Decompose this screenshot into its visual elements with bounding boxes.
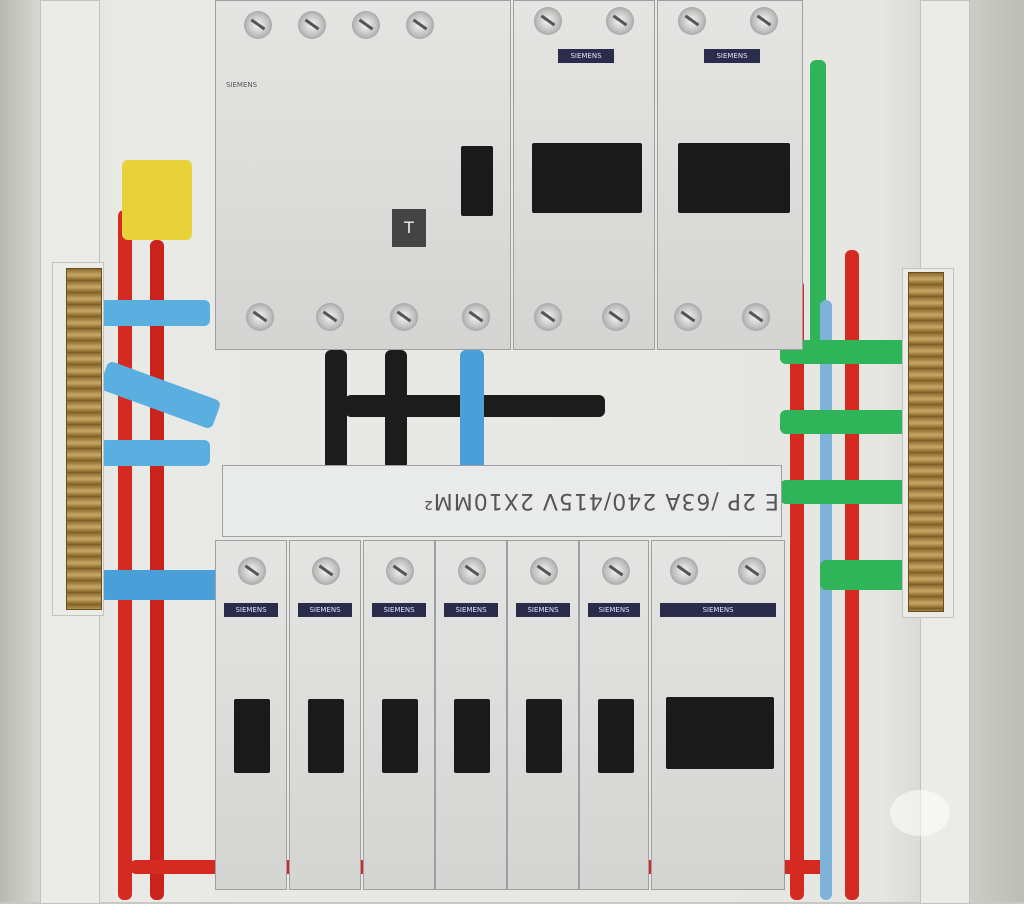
brand-label: SIEMENS bbox=[444, 603, 498, 617]
blue-wire-bundle bbox=[100, 300, 210, 326]
terminal-screw bbox=[670, 557, 698, 585]
blue-wire-bundle bbox=[100, 440, 210, 466]
single-pole-breaker: SIEMENS bbox=[435, 540, 507, 890]
terminal-screw bbox=[406, 11, 434, 39]
yellow-wire-sleeve bbox=[122, 160, 192, 240]
terminal-screw bbox=[298, 11, 326, 39]
single-pole-breaker: SIEMENS bbox=[579, 540, 649, 890]
double-breaker-module: SIEMENS bbox=[513, 0, 655, 350]
terminal-screw bbox=[316, 303, 344, 331]
terminal-screw bbox=[534, 303, 562, 331]
terminal-screw bbox=[458, 557, 486, 585]
single-pole-breaker: SIEMENS bbox=[289, 540, 361, 890]
terminal-screw bbox=[674, 303, 702, 331]
terminal-screw bbox=[742, 303, 770, 331]
terminal-screw bbox=[602, 557, 630, 585]
green-wire-bundle bbox=[780, 410, 910, 434]
terminal-screw bbox=[750, 7, 778, 35]
brand-label: SIEMENS bbox=[226, 81, 258, 89]
rcd-module: SIEMENS T bbox=[215, 0, 511, 350]
terminal-screw bbox=[312, 557, 340, 585]
breaker-toggle-switch[interactable] bbox=[234, 699, 270, 773]
brand-label: SIEMENS bbox=[298, 603, 352, 617]
rcd-toggle-switch[interactable] bbox=[461, 146, 493, 216]
double-pole-breaker: SIEMENS bbox=[651, 540, 785, 890]
blue-wire bbox=[820, 300, 832, 900]
breaker-toggle-switch[interactable] bbox=[382, 699, 418, 773]
breaker-toggle-switch[interactable] bbox=[678, 143, 790, 213]
terminal-screw bbox=[246, 303, 274, 331]
red-wire bbox=[790, 280, 804, 900]
terminal-screw bbox=[738, 557, 766, 585]
breaker-toggle-switch[interactable] bbox=[666, 697, 774, 769]
terminal-screw bbox=[244, 11, 272, 39]
black-cable bbox=[325, 350, 347, 470]
breaker-toggle-switch[interactable] bbox=[598, 699, 634, 773]
single-pole-breaker: SIEMENS bbox=[363, 540, 435, 890]
brand-label: SIEMENS bbox=[558, 49, 614, 63]
brand-label: SIEMENS bbox=[224, 603, 278, 617]
breaker-toggle-switch[interactable] bbox=[454, 699, 490, 773]
terminal-screw bbox=[386, 557, 414, 585]
terminal-screw bbox=[606, 7, 634, 35]
brand-label: SIEMENS bbox=[516, 603, 570, 617]
terminal-screw bbox=[534, 7, 562, 35]
terminal-screw bbox=[352, 11, 380, 39]
comb-busbar: E 2P /63A 240/415V 2X10MM² bbox=[222, 465, 782, 537]
brand-label: SIEMENS bbox=[588, 603, 640, 617]
neutral-terminal-bar bbox=[66, 268, 102, 610]
blue-wire-bundle bbox=[100, 570, 220, 600]
terminal-screw bbox=[390, 303, 418, 331]
terminal-screw bbox=[530, 557, 558, 585]
watermark-logo bbox=[890, 790, 950, 836]
double-breaker-module: SIEMENS bbox=[657, 0, 803, 350]
breaker-toggle-switch[interactable] bbox=[308, 699, 344, 773]
single-pole-breaker: SIEMENS bbox=[215, 540, 287, 890]
brand-label: SIEMENS bbox=[704, 49, 760, 63]
brand-label: SIEMENS bbox=[372, 603, 426, 617]
terminal-screw bbox=[238, 557, 266, 585]
breaker-toggle-switch[interactable] bbox=[526, 699, 562, 773]
brand-label: SIEMENS bbox=[660, 603, 776, 617]
green-wire-bundle bbox=[780, 480, 910, 504]
terminal-screw bbox=[678, 7, 706, 35]
terminal-screw bbox=[602, 303, 630, 331]
busbar-marking: E 2P /63A 240/415V 2X10MM² bbox=[423, 488, 779, 513]
green-wire-bundle bbox=[820, 560, 910, 590]
terminal-screw bbox=[462, 303, 490, 331]
breaker-toggle-switch[interactable] bbox=[532, 143, 642, 213]
blue-cable bbox=[460, 350, 484, 470]
single-pole-breaker: SIEMENS bbox=[507, 540, 579, 890]
green-wire bbox=[810, 60, 826, 360]
earth-terminal-bar bbox=[908, 272, 944, 612]
test-button[interactable]: T bbox=[392, 209, 426, 247]
